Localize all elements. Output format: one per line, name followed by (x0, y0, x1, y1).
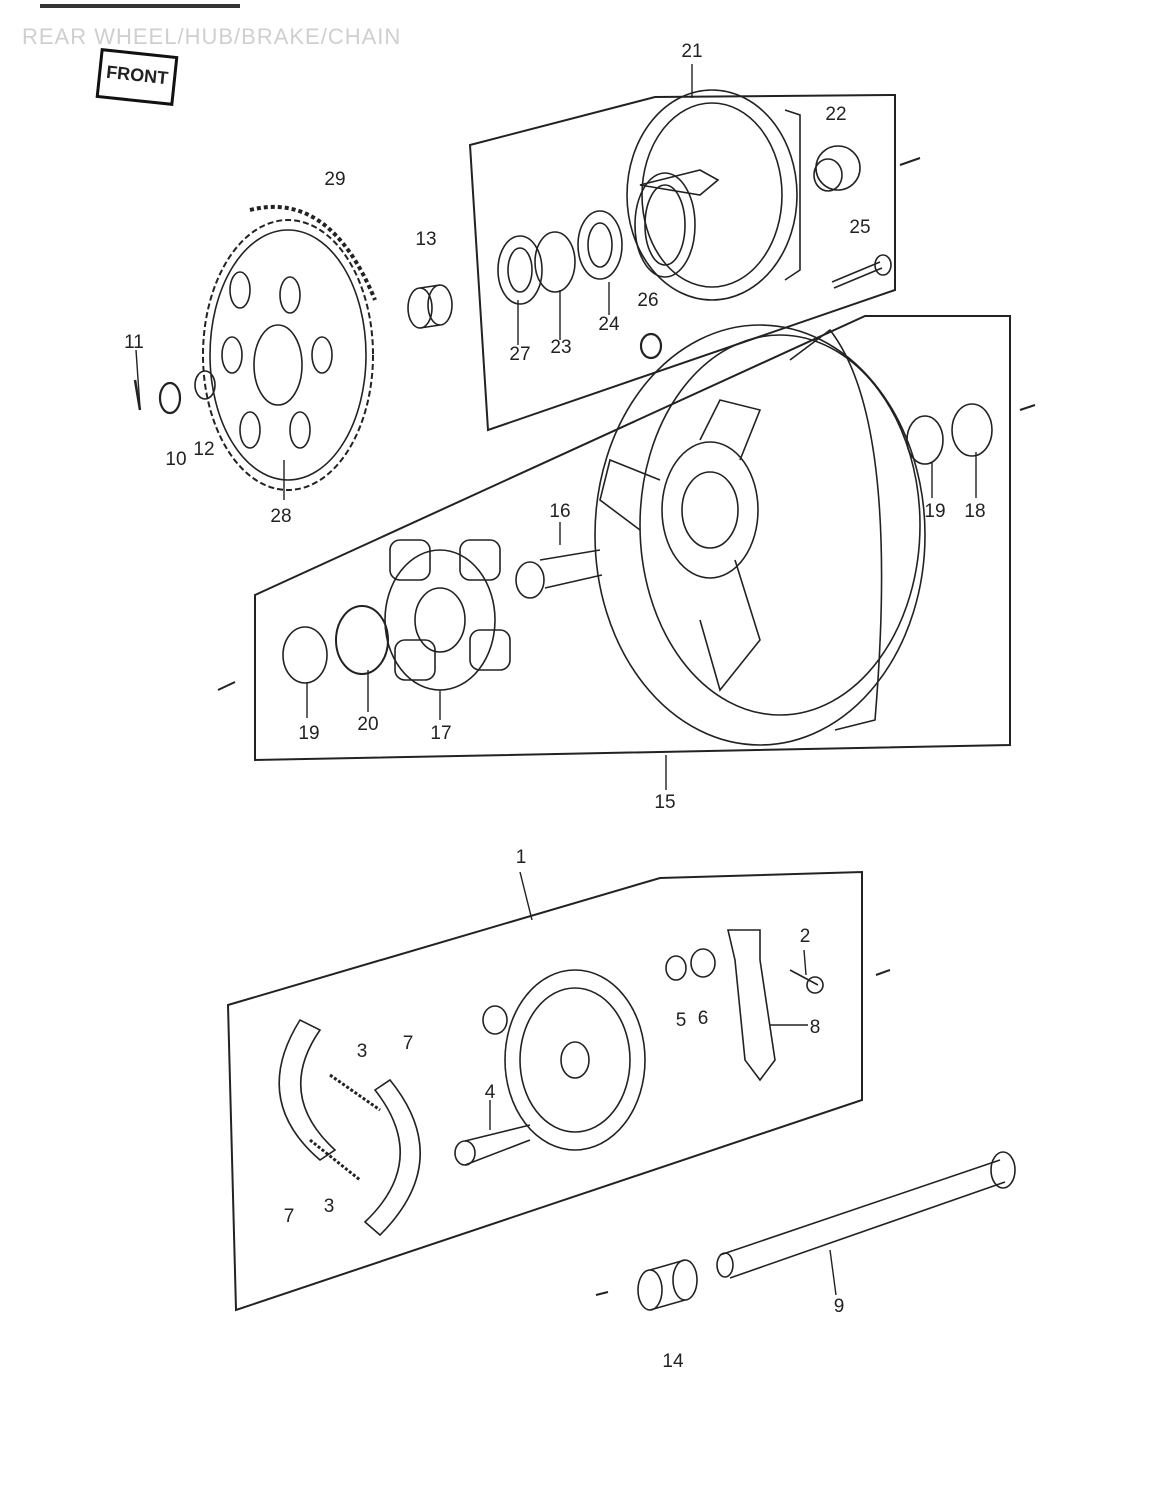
callout-23: 23 (550, 337, 572, 358)
callout-17: 17 (430, 723, 452, 744)
callout-15: 15 (654, 792, 676, 813)
callout-4: 4 (484, 1082, 496, 1103)
bolt-2-drawing (789, 969, 824, 994)
callout-8: 8 (809, 1017, 821, 1038)
callout-3-upper: 3 (356, 1041, 368, 1062)
bolt-25-drawing (831, 254, 892, 289)
sprocket-28-drawing (202, 219, 374, 491)
bearing-19-right-drawing (906, 415, 944, 465)
callout-10: 10 (165, 449, 187, 470)
axle-9-drawing (716, 1151, 1016, 1279)
diagram-title: REAR WHEEL/HUB/BRAKE/CHAIN (22, 24, 402, 49)
callout-28: 28 (270, 506, 292, 527)
callout-22: 22 (825, 104, 847, 125)
wheel-group-frame (254, 315, 1011, 762)
leader-lines (135, 64, 977, 1296)
pin-11-drawing (133, 379, 142, 411)
callout-18: 18 (964, 501, 986, 522)
hub-bearing-set-drawing (497, 210, 623, 305)
brake-group-frame (226, 870, 863, 1312)
seal-6-drawing (690, 948, 716, 978)
top-rule (40, 4, 240, 8)
oring-20-drawing (335, 605, 389, 675)
callout-11: 11 (124, 332, 144, 353)
callout-1: 1 (515, 847, 527, 868)
callout-29: 29 (324, 169, 346, 190)
callout-12: 12 (193, 439, 215, 460)
spring-3-lower-drawing (309, 1138, 361, 1182)
brake-panel-drawing (482, 969, 646, 1151)
rear-wheel-drawing (594, 324, 926, 746)
bearing-19-left-drawing (282, 626, 328, 684)
callout-2: 2 (799, 926, 811, 947)
callout-19-left: 19 (298, 723, 320, 744)
hub-group-frame (468, 93, 896, 432)
callout-19-right: 19 (924, 501, 946, 522)
damper-17-drawing (384, 539, 511, 691)
callout-6: 6 (697, 1008, 709, 1029)
circlip-18-drawing (951, 403, 993, 457)
cam-4-drawing (454, 1124, 531, 1166)
nut-10-drawing (158, 381, 182, 415)
nut-26-drawing (639, 332, 663, 360)
callout-3-lower: 3 (323, 1196, 335, 1217)
washer-12-drawing (194, 370, 216, 400)
callout-7-upper: 7 (402, 1033, 414, 1054)
rear-hub-drawing (626, 89, 801, 301)
callout-20: 20 (357, 714, 379, 735)
spacer-16-drawing (515, 549, 603, 599)
callout-16: 16 (549, 501, 571, 522)
callout-9: 9 (833, 1296, 845, 1317)
callout-25: 25 (849, 217, 871, 238)
brake-lever-8-drawing (726, 929, 776, 1082)
spacer-13-drawing (407, 284, 453, 329)
callout-7-lower: 7 (283, 1206, 295, 1227)
callout-5: 5 (675, 1010, 687, 1031)
brake-shoes-drawing (278, 1018, 421, 1237)
callout-13: 13 (415, 229, 437, 250)
callout-21: 21 (681, 41, 703, 62)
callout-14: 14 (662, 1351, 684, 1372)
callout-27: 27 (509, 344, 531, 365)
callout-24: 24 (598, 314, 620, 335)
chain-29-drawing (249, 204, 377, 301)
washer-5-drawing (665, 955, 687, 981)
collar-22-drawing (813, 145, 861, 192)
direction-arrows (217, 157, 1036, 1296)
callout-26: 26 (637, 290, 659, 311)
spring-3-upper-drawing (329, 1073, 381, 1112)
collar-14-drawing (637, 1259, 698, 1311)
